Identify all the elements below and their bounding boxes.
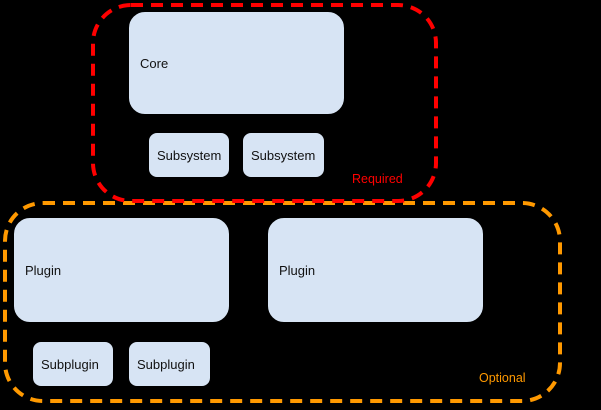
plugin-box-2-label: Plugin (279, 262, 316, 278)
subplugin-box-2: Subplugin (128, 341, 211, 387)
subsystem-box-1: Subsystem (148, 132, 230, 178)
plugin-box-1: Plugin (13, 217, 230, 323)
subplugin-box-1: Subplugin (32, 341, 114, 387)
plugin-box-2: Plugin (267, 217, 484, 323)
plugin-box-1-label: Plugin (25, 262, 62, 278)
subsystem-box-1-label: Subsystem (157, 147, 222, 163)
subplugin-box-1-label: Subplugin (41, 356, 99, 372)
core-box: Core (128, 11, 345, 115)
required-group-outline (91, 3, 438, 203)
subsystem-box-2-label: Subsystem (251, 147, 316, 163)
subplugin-box-2-label: Subplugin (137, 356, 195, 372)
core-box-label: Core (140, 55, 169, 71)
required-group-label: Required (352, 172, 403, 186)
subsystem-box-2: Subsystem (242, 132, 325, 178)
optional-group-label: Optional (479, 371, 526, 385)
